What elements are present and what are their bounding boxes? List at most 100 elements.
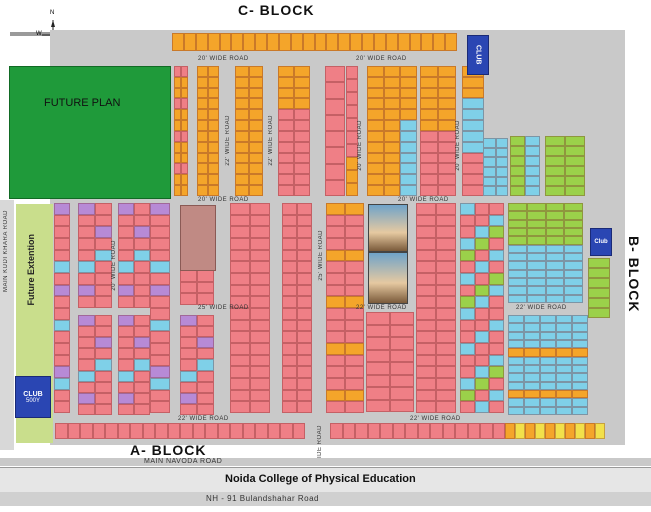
plot — [197, 392, 214, 404]
plot — [390, 362, 414, 375]
plot — [545, 269, 565, 278]
plot — [174, 174, 181, 186]
plot — [436, 273, 456, 285]
plot — [326, 238, 345, 250]
plot — [436, 389, 456, 402]
plot — [235, 130, 249, 142]
plot — [208, 185, 219, 196]
plot — [383, 66, 401, 77]
plot — [460, 284, 475, 297]
road-label-c-top-right: 20' WIDE ROAD — [356, 56, 407, 62]
plot — [390, 349, 414, 362]
plot — [572, 406, 588, 415]
plot — [150, 401, 170, 413]
plot — [508, 261, 527, 270]
plot — [78, 296, 95, 308]
plot — [326, 366, 345, 378]
plot — [282, 238, 297, 250]
plot — [67, 423, 80, 439]
plot — [250, 261, 270, 273]
plot — [474, 203, 490, 215]
plot — [142, 423, 155, 439]
plot — [572, 356, 588, 365]
plot — [462, 130, 484, 142]
plot — [134, 359, 150, 371]
plot — [421, 33, 434, 51]
plot — [508, 398, 524, 407]
plot — [392, 423, 405, 439]
c-block-col-6 — [346, 66, 358, 196]
a-block-col-8 — [326, 203, 364, 413]
plot — [367, 152, 384, 164]
plot — [302, 33, 315, 51]
plot — [525, 136, 540, 146]
plot — [545, 176, 565, 186]
plot — [118, 226, 134, 238]
plot — [345, 238, 364, 250]
plot — [545, 294, 565, 303]
plot — [235, 163, 249, 175]
plot — [367, 174, 384, 186]
plot — [572, 348, 588, 357]
plot — [564, 269, 583, 278]
plot — [495, 176, 508, 187]
plot — [540, 398, 556, 407]
plot — [436, 226, 456, 238]
plot — [297, 249, 312, 262]
plot — [572, 398, 588, 407]
road-label-vertical-6: 25' WIDE ROAD — [318, 230, 324, 281]
plot — [508, 294, 527, 303]
road-label-vertical-4: 20' WIDE ROAD — [455, 120, 461, 171]
plot — [416, 308, 436, 320]
plot — [297, 389, 312, 402]
plot — [150, 249, 170, 262]
b-block-title: B- BLOCK — [626, 236, 642, 313]
plot — [526, 219, 546, 228]
plot — [492, 423, 505, 439]
plot — [524, 373, 540, 382]
plot — [78, 392, 95, 404]
plot — [474, 249, 490, 262]
plot — [564, 236, 583, 245]
plot — [416, 389, 436, 402]
plot — [282, 389, 297, 402]
plot — [345, 331, 364, 343]
a-block-col-6 — [230, 203, 270, 413]
plot — [345, 214, 364, 227]
plot — [282, 378, 297, 390]
plot — [345, 319, 364, 332]
plot — [230, 284, 250, 297]
plot — [436, 401, 456, 413]
plot — [462, 76, 484, 88]
plot — [150, 226, 170, 238]
plot — [345, 366, 364, 378]
plot — [345, 343, 364, 355]
plot — [367, 141, 384, 153]
plot — [460, 261, 475, 273]
plot — [297, 273, 312, 285]
plot — [181, 141, 188, 153]
plot — [235, 152, 249, 164]
plot — [420, 87, 438, 99]
plot — [181, 174, 188, 186]
plot — [380, 423, 393, 439]
plot — [556, 406, 572, 415]
plot — [278, 130, 294, 142]
plot — [150, 378, 170, 390]
plot — [510, 146, 525, 156]
plot — [267, 33, 279, 51]
plot — [78, 381, 95, 393]
plot — [524, 406, 540, 415]
plot — [420, 130, 438, 142]
plot — [420, 66, 438, 77]
plot — [197, 359, 214, 371]
plot — [474, 308, 490, 320]
plot — [208, 152, 219, 164]
plot — [54, 214, 70, 227]
plot — [78, 348, 95, 360]
plot — [436, 238, 456, 250]
plot — [95, 273, 112, 285]
plot — [438, 152, 456, 164]
plot — [416, 284, 436, 297]
